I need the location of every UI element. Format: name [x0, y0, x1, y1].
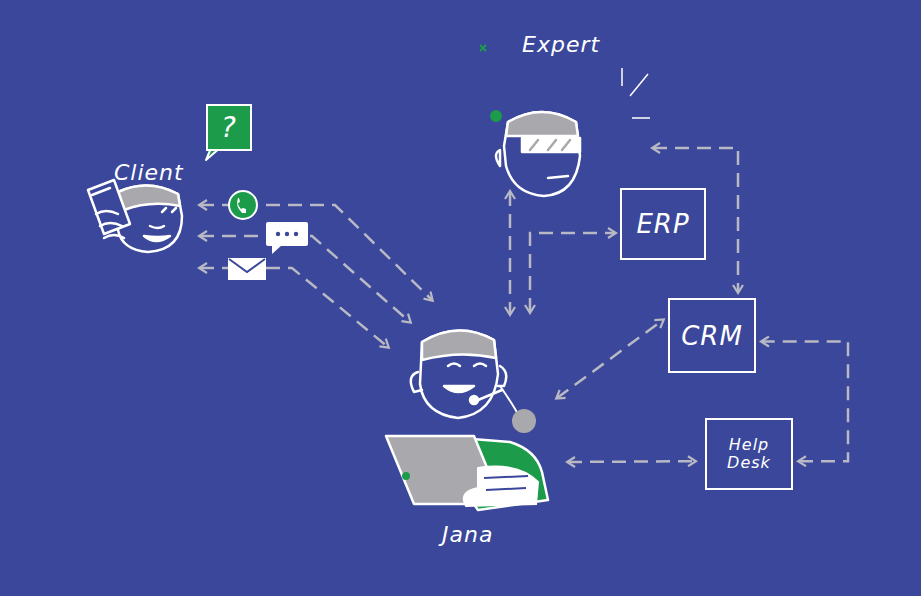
client-figure	[88, 180, 182, 252]
chat-icon	[266, 222, 308, 254]
mail-icon	[228, 258, 266, 280]
client-figure-node: Client	[74, 158, 196, 280]
x-mark	[480, 45, 486, 51]
dashed-connector	[762, 342, 848, 462]
person-name: Expert	[522, 32, 600, 57]
spark-lines	[622, 68, 650, 118]
jana-arm	[464, 467, 538, 506]
system-name: Help Desk	[719, 436, 779, 472]
dashed-connector	[530, 233, 615, 312]
dashed-connector	[568, 460, 695, 463]
laptop-dot	[402, 472, 410, 480]
system-box: ERP	[620, 188, 706, 260]
expert-figure-node: Expert	[476, 30, 648, 200]
dashed-connector	[557, 320, 663, 398]
dashed-connector	[200, 236, 410, 322]
headset-mic	[512, 409, 536, 433]
person-name: Jana	[442, 522, 493, 547]
arm-lines	[484, 476, 528, 490]
dashed-connector	[200, 205, 432, 300]
expert-figure	[496, 112, 580, 196]
system-name: ERP	[636, 209, 689, 239]
question-mark: ?	[221, 111, 237, 144]
person-name: Client	[114, 160, 184, 185]
speech-bubble: ?	[206, 104, 252, 151]
green-dot	[490, 110, 502, 122]
agent-figure-node: Jana	[370, 300, 552, 556]
system-name: CRM	[681, 321, 743, 351]
dashed-connector	[509, 192, 512, 314]
system-box: Help Desk	[705, 418, 793, 490]
system-box: CRM	[668, 298, 756, 373]
phone-icon	[229, 191, 257, 219]
